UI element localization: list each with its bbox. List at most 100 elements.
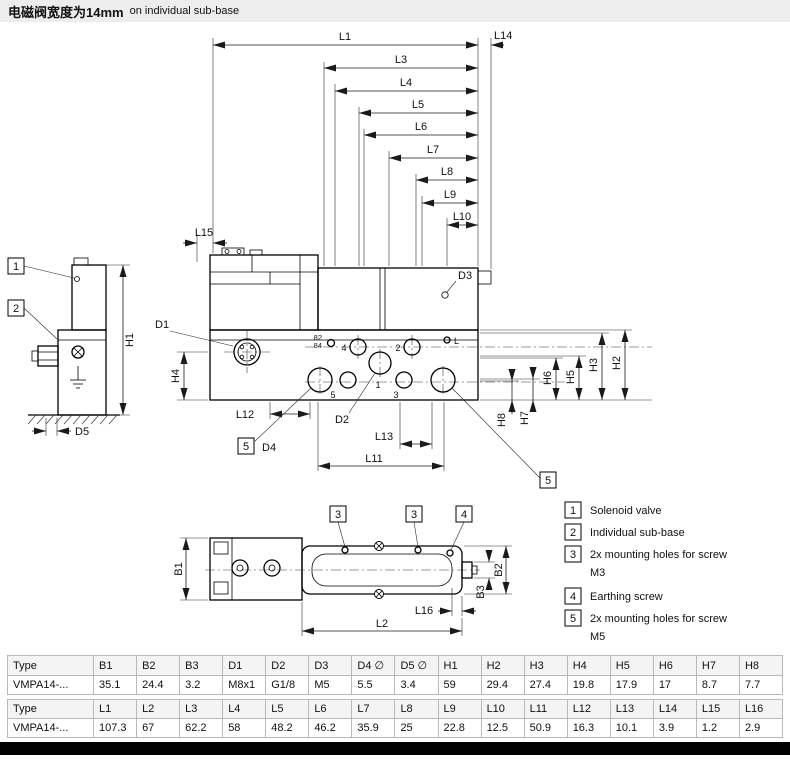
legend-label-5: 2x mounting holes for screw (590, 613, 727, 625)
legend-number-5: 5 (570, 613, 576, 625)
legend-label-4: Earthing screw (590, 591, 663, 603)
table-cell: 17.9 (609, 675, 654, 695)
m8-connector-side (37, 345, 59, 367)
column-header: L9 (437, 699, 482, 719)
table-cell: 25 (394, 718, 439, 738)
table-cell: 58 (222, 718, 267, 738)
valve-side-view: H1 1 2 D5 (7, 257, 136, 438)
table-cell: 16.3 (566, 718, 611, 738)
port-3 (395, 371, 413, 389)
earthing-screw (71, 345, 85, 359)
column-header: L11 (523, 699, 568, 719)
column-header: L2 (136, 699, 181, 719)
column-header: L10 (480, 699, 525, 719)
port-label-3: 3 (393, 390, 398, 400)
column-header: H8 (738, 655, 784, 676)
technical-drawing: L1 L14 L3 L4 L5 L6 L7 L8 L9 L10 L15 (7, 30, 727, 643)
column-header: L7 (351, 699, 396, 719)
port-label-1: 1 (375, 380, 380, 390)
callout-box-5b (539, 471, 557, 489)
dim-label-H1: H1 (124, 333, 136, 347)
column-header: L5 (265, 699, 310, 719)
valve-front-view: D3 82 84 4 2 L 1 5 3 D1 (155, 247, 652, 401)
table-cell: 46.2 (308, 718, 353, 738)
dim-label-L4: L4 (400, 77, 412, 89)
port-label-84: 84 (314, 341, 322, 350)
mounting-hole-right (430, 367, 456, 393)
front-view-lower-dimensions: H4 L12 D2 5 D4 L13 L11 5 (170, 351, 557, 489)
dim-label-D3: D3 (458, 270, 472, 282)
earthing-screw-bottom (446, 549, 454, 557)
table-cell: 8.7 (695, 675, 740, 695)
legend-number-1: 1 (570, 505, 576, 517)
legend-box-2 (564, 523, 582, 541)
dim-label-L16: L16 (415, 605, 433, 617)
legend-label-3b: M3 (590, 567, 605, 579)
dim-label-L13: L13 (375, 431, 393, 443)
top-dimension-lines: L1 L14 L3 L4 L5 L6 L7 L8 L9 L10 L15 (183, 30, 512, 269)
dim-label-L6: L6 (415, 121, 427, 133)
dim-label-H6: H6 (542, 371, 554, 385)
table-cell: 2.9 (738, 718, 784, 738)
column-header: D4 ∅ (351, 655, 396, 676)
table-cell: 48.2 (265, 718, 310, 738)
table-cell: M8x1 (222, 675, 267, 695)
page-title: 电磁阀宽度为14mm (8, 4, 124, 20)
dim-label-D4: D4 (262, 442, 276, 454)
column-header: D1 (222, 655, 267, 676)
dim-label-B2: B2 (493, 563, 505, 576)
table-cell: 17 (652, 675, 697, 695)
page-subtitle: on individual sub-base (129, 5, 240, 17)
legend-number-4: 4 (570, 591, 576, 603)
table-cell: 35.1 (92, 675, 138, 695)
dim-label-L15: L15 (195, 227, 213, 239)
column-header: H5 (609, 655, 654, 676)
table-cell: 62.2 (179, 718, 224, 738)
m3-mounting-hole-left (341, 546, 349, 554)
dim-label-L14: L14 (494, 30, 512, 42)
column-header: Type (7, 699, 94, 719)
table-cell: 19.8 (566, 675, 611, 695)
column-header: L16 (738, 699, 784, 719)
m3-mounting-hole-right (414, 546, 422, 554)
pilot-port (326, 338, 336, 348)
port-label-4: 4 (341, 343, 346, 353)
column-header: L6 (308, 699, 353, 719)
legend-number-2: 2 (570, 527, 576, 539)
column-header: B2 (136, 655, 181, 676)
port-1 (368, 351, 392, 375)
table-cell: VMPA14-... (7, 718, 94, 738)
column-header: D5 ∅ (394, 655, 439, 676)
table-cell: 27.4 (523, 675, 568, 695)
dim-label-L10: L10 (453, 211, 471, 223)
column-header: B1 (92, 655, 138, 676)
table-cell: 50.9 (523, 718, 568, 738)
callout-number-5: 5 (243, 441, 249, 453)
legend-label-2: Individual sub-base (590, 527, 685, 539)
table-cell: 29.4 (480, 675, 525, 695)
dim-label-H4: H4 (170, 369, 182, 383)
dim-label-B3: B3 (475, 585, 487, 598)
dim-label-L5: L5 (412, 99, 424, 111)
callout-number-3b: 3 (411, 509, 417, 521)
column-header: L14 (652, 699, 697, 719)
legend-box-3 (564, 545, 582, 563)
port-4 (349, 338, 367, 356)
callout-number-1: 1 (13, 261, 19, 273)
table-cell: 24.4 (136, 675, 181, 695)
port-2 (403, 338, 421, 356)
legend-box-1 (564, 501, 582, 519)
column-header: L3 (179, 699, 224, 719)
port-label-L: L (454, 336, 459, 346)
page-header: 电磁阀宽度为14mm on individual sub-base (0, 0, 790, 22)
port-label-5: 5 (330, 390, 335, 400)
dim-label-L12: L12 (236, 409, 254, 421)
column-header: L4 (222, 699, 267, 719)
height-dimensions: H2 H3 H5 H6 H7 H8 (480, 329, 652, 427)
